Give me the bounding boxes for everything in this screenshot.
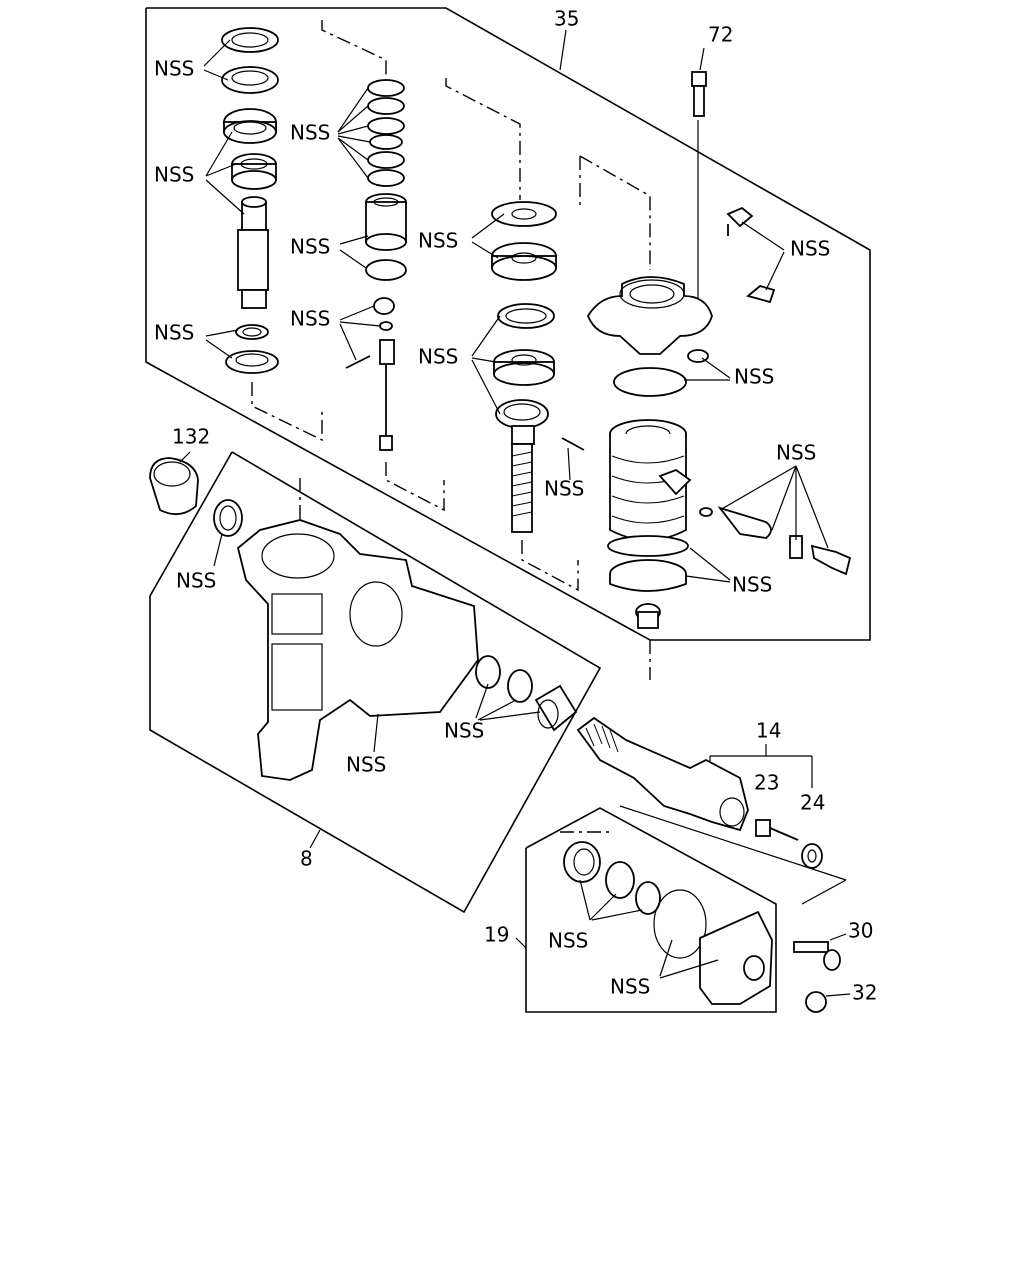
nss-label: NSS xyxy=(290,307,330,331)
column-3-parts xyxy=(471,201,585,533)
callout-labels: 35 72 132 14 23 24 8 19 30 32 xyxy=(172,7,877,1005)
nss-label: NSS xyxy=(734,365,774,389)
nss-label: NSS xyxy=(548,929,588,953)
side-cover-parts xyxy=(563,841,851,1013)
nss-label: NSS xyxy=(346,753,386,777)
column-2-parts xyxy=(337,79,407,451)
nss-label: NSS xyxy=(418,229,458,253)
nss-label: NSS xyxy=(610,975,650,999)
callout-19: 19 xyxy=(484,923,509,947)
callout-132: 132 xyxy=(172,425,210,449)
dashed-assembly-lines xyxy=(251,20,651,833)
group-8-frame xyxy=(149,451,602,914)
sector-shaft-parts xyxy=(576,716,823,869)
callout-8: 8 xyxy=(300,847,313,871)
callout-23: 23 xyxy=(754,771,779,795)
nss-label: NSS xyxy=(154,163,194,187)
nss-label: NSS xyxy=(290,121,330,145)
nss-label: NSS xyxy=(176,569,216,593)
housing-8-parts xyxy=(149,451,578,781)
callout-35: 35 xyxy=(554,7,579,31)
nss-label: NSS xyxy=(154,321,194,345)
callout-30: 30 xyxy=(848,919,873,943)
nss-label: NSS xyxy=(790,237,830,261)
callout-24: 24 xyxy=(800,791,825,815)
nss-label: NSS xyxy=(544,477,584,501)
group-35-frame xyxy=(145,7,871,641)
callout-72: 72 xyxy=(708,23,733,47)
nss-label: NSS xyxy=(732,573,772,597)
callout-14: 14 xyxy=(756,719,781,743)
group-19-frame xyxy=(515,807,777,1013)
nss-label: NSS xyxy=(290,235,330,259)
nss-label: NSS xyxy=(444,719,484,743)
nss-label: NSS xyxy=(418,345,458,369)
nss-label: NSS xyxy=(776,441,816,465)
column-4-parts xyxy=(586,47,852,629)
nss-labels: NSS NSS NSS NSS NSS NSS NSS NSS NSS NSS … xyxy=(154,57,830,999)
column-1-parts xyxy=(203,27,279,374)
nss-label: NSS xyxy=(154,57,194,81)
callout-32: 32 xyxy=(852,981,877,1005)
